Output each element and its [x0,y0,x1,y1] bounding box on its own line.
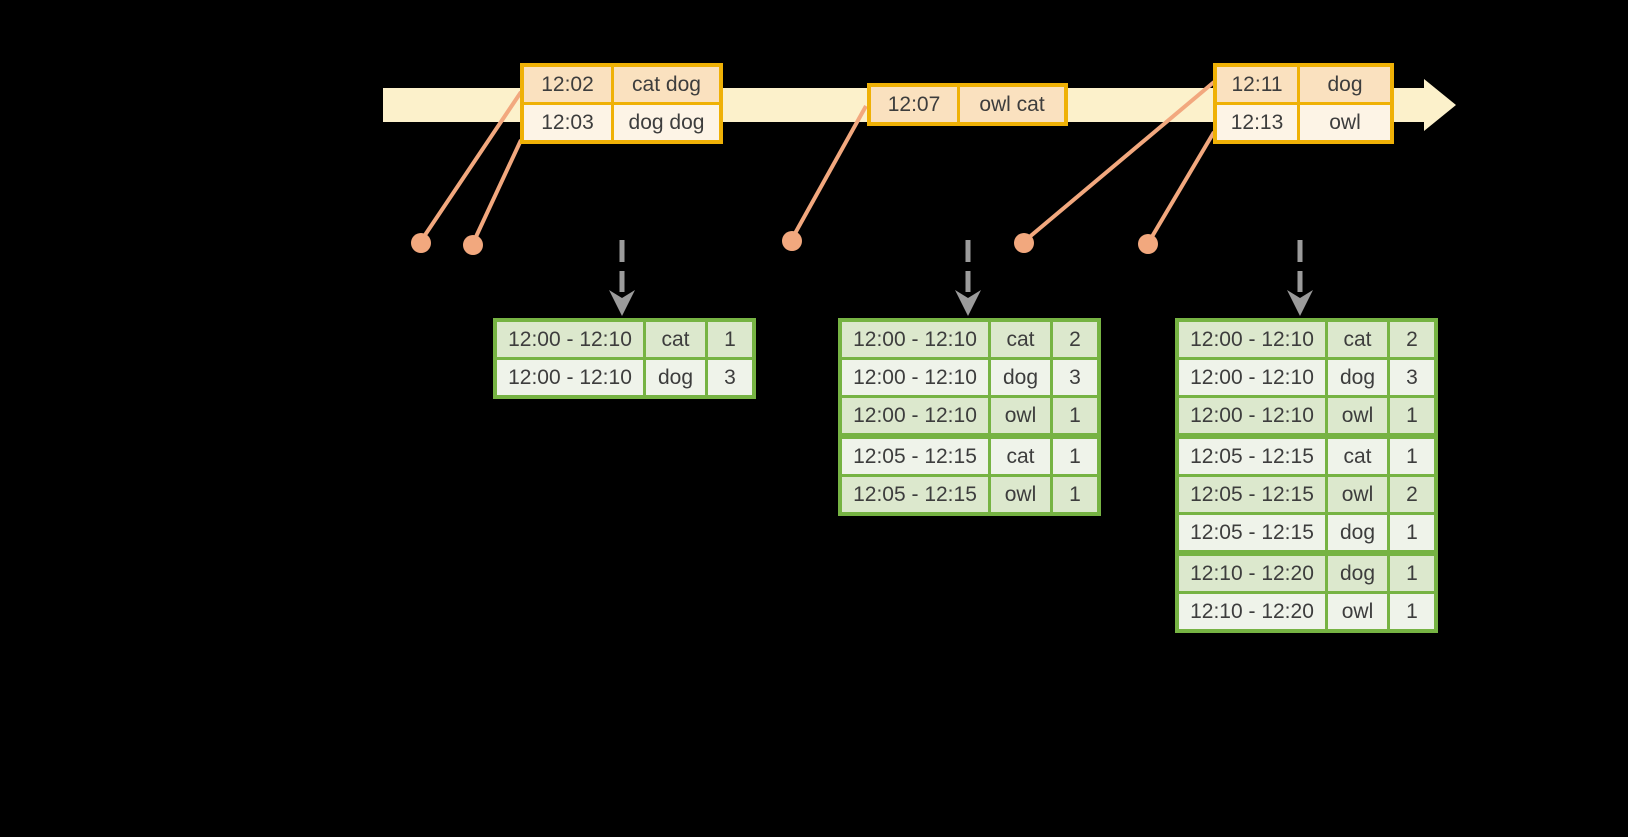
word-cell: cat [1328,439,1387,474]
word-cell: owl [1328,398,1387,433]
word-cell: owl [1328,477,1387,512]
window-cell: 12:10 - 12:20 [1179,556,1325,591]
event-time-cell: 12:13 [1217,105,1297,140]
window-cell: 12:10 - 12:20 [1179,594,1325,629]
window-cell: 12:00 - 12:10 [497,322,643,357]
event-words-cell: cat dog [614,67,719,102]
event-line [472,139,523,242]
event-words-cell: owl [1300,105,1390,140]
window-cell: 12:05 - 12:15 [1179,439,1325,474]
event-dot-icon [463,235,483,255]
word-cell: cat [1328,322,1387,357]
event-row: 12:02 cat dog [524,67,719,102]
count-cell: 1 [1390,594,1434,629]
trigger-arrowhead-icon [955,290,981,316]
result-row: 12:10 - 12:20 owl 1 [1179,594,1434,629]
result-row: 12:00 - 12:10 dog 3 [1179,360,1434,395]
event-time-cell: 12:02 [524,67,611,102]
count-cell: 2 [1390,477,1434,512]
result-row: 12:00 - 12:10 cat 2 [1179,322,1434,357]
window-cell: 12:00 - 12:10 [1179,322,1325,357]
count-cell: 1 [1053,439,1097,474]
event-row: 12:13 owl [1217,105,1390,140]
window-cell: 12:00 - 12:10 [1179,360,1325,395]
result-row: 12:00 - 12:10 cat 2 [842,322,1097,357]
event-line [1025,80,1216,241]
timeline-arrowhead-icon [1424,79,1456,131]
result-row: 12:05 - 12:15 dog 1 [1179,515,1434,550]
event-time-cell: 12:07 [871,87,957,122]
event-dot-icon [782,231,802,251]
count-cell: 2 [1053,322,1097,357]
event-row: 12:11 dog [1217,67,1390,102]
result-row: 12:10 - 12:20 dog 1 [1179,556,1434,591]
event-connector-lines [421,80,1216,242]
result-row: 12:05 - 12:15 cat 1 [1179,439,1434,474]
event-table-1: 12:02 cat dog 12:03 dog dog [520,63,723,144]
result-row: 12:05 - 12:15 cat 1 [842,439,1097,474]
event-table-3: 12:11 dog 12:13 owl [1213,63,1394,144]
result-row: 12:05 - 12:15 owl 1 [842,477,1097,512]
count-cell: 1 [1053,398,1097,433]
window-cell: 12:00 - 12:10 [842,398,988,433]
count-cell: 1 [708,322,752,357]
count-cell: 3 [1390,360,1434,395]
result-row: 12:05 - 12:15 owl 2 [1179,477,1434,512]
event-time-cell: 12:03 [524,105,611,140]
result-table-3: 12:00 - 12:10 cat 2 12:00 - 12:10 dog 3 … [1175,318,1438,633]
word-cell: cat [646,322,705,357]
count-cell: 3 [708,360,752,395]
event-dot-icon [1138,234,1158,254]
word-cell: cat [991,322,1050,357]
window-cell: 12:00 - 12:10 [842,322,988,357]
window-cell: 12:05 - 12:15 [1179,515,1325,550]
event-row: 12:07 owl cat [871,87,1064,122]
event-time-cell: 12:11 [1217,67,1297,102]
event-line [421,90,523,240]
word-cell: owl [1328,594,1387,629]
word-cell: dog [1328,515,1387,550]
trigger-arrows [609,240,1313,316]
window-cell: 12:00 - 12:10 [1179,398,1325,433]
result-row: 12:00 - 12:10 cat 1 [497,322,752,357]
count-cell: 1 [1390,556,1434,591]
count-cell: 1 [1390,398,1434,433]
event-line [1148,130,1216,242]
word-cell: owl [991,398,1050,433]
result-row: 12:00 - 12:10 owl 1 [1179,398,1434,433]
event-dot-icon [1014,233,1034,253]
event-words-cell: dog dog [614,105,719,140]
window-cell: 12:05 - 12:15 [1179,477,1325,512]
result-row: 12:00 - 12:10 dog 3 [497,360,752,395]
word-cell: cat [991,439,1050,474]
word-cell: dog [991,360,1050,395]
event-dots [411,231,1158,255]
count-cell: 3 [1053,360,1097,395]
count-cell: 1 [1390,439,1434,474]
word-cell: dog [1328,556,1387,591]
event-line [791,105,868,238]
event-words-cell: owl cat [960,87,1064,122]
word-cell: dog [646,360,705,395]
event-words-cell: dog [1300,67,1390,102]
result-row: 12:00 - 12:10 owl 1 [842,398,1097,433]
trigger-arrowhead-icon [1287,290,1313,316]
count-cell: 1 [1053,477,1097,512]
count-cell: 1 [1390,515,1434,550]
event-row: 12:03 dog dog [524,105,719,140]
window-cell: 12:05 - 12:15 [842,477,988,512]
count-cell: 2 [1390,322,1434,357]
result-row: 12:00 - 12:10 dog 3 [842,360,1097,395]
trigger-arrowhead-icon [609,290,635,316]
event-table-2: 12:07 owl cat [867,83,1068,126]
window-cell: 12:00 - 12:10 [497,360,643,395]
result-table-1: 12:00 - 12:10 cat 1 12:00 - 12:10 dog 3 [493,318,756,399]
result-table-2: 12:00 - 12:10 cat 2 12:00 - 12:10 dog 3 … [838,318,1101,516]
window-cell: 12:00 - 12:10 [842,360,988,395]
window-cell: 12:05 - 12:15 [842,439,988,474]
event-dot-icon [411,233,431,253]
word-cell: owl [991,477,1050,512]
word-cell: dog [1328,360,1387,395]
